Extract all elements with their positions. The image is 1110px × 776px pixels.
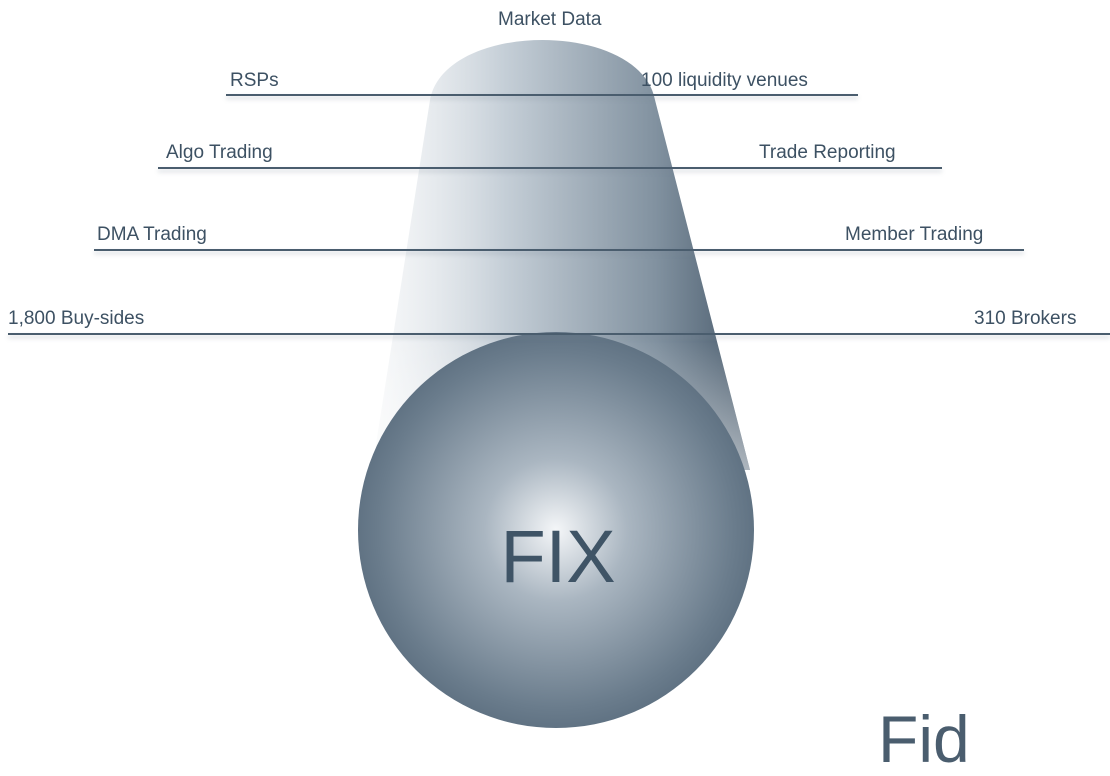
connector-line-3 [94, 249, 1024, 251]
connector-line-1 [226, 94, 858, 96]
label-member-trading: Member Trading [845, 224, 984, 245]
label-brokers: 310 Brokers [974, 308, 1077, 329]
label-market-data: Market Data [498, 9, 602, 30]
connector-line-4 [8, 333, 1110, 335]
fix-network-diagram: Market Data RSPs 100 liquidity venues Al… [8, 9, 1110, 774]
corner-logo-text: Fid [878, 702, 970, 776]
fix-label: FIX [500, 515, 616, 598]
label-algo-trading: Algo Trading [166, 142, 273, 163]
label-trade-reporting: Trade Reporting [759, 142, 896, 163]
label-100-liquidity-venues: 100 liquidity venues [641, 70, 808, 91]
connector-line-2 [158, 167, 942, 169]
cylinder-graphic [358, 40, 754, 728]
fix-sphere [358, 332, 754, 728]
label-dma-trading: DMA Trading [97, 224, 207, 245]
label-rsps: RSPs [230, 70, 279, 91]
label-buy-sides: 1,800 Buy-sides [8, 308, 145, 329]
